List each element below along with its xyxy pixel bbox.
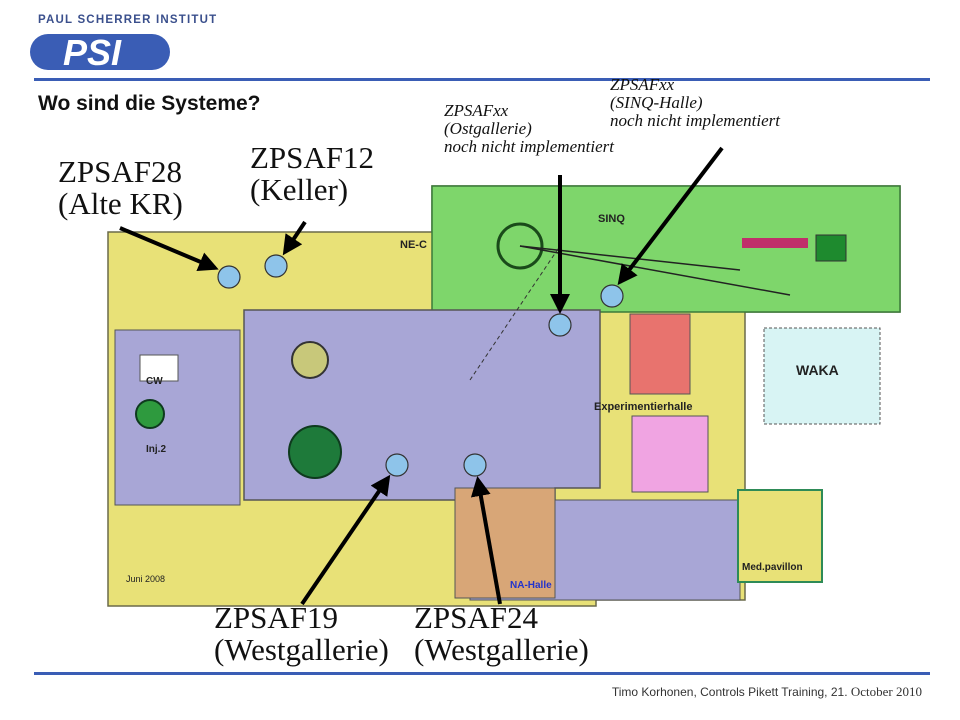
- sinq-target: [496, 222, 544, 270]
- marker-zpsaf12: [264, 254, 288, 278]
- callout-zpsaf19-name: ZPSAF19: [214, 600, 339, 635]
- label-sinq: SINQ: [598, 213, 625, 225]
- callout-zpsaf28-location: (Alte KR): [58, 186, 183, 221]
- waka-area: [763, 327, 881, 425]
- label-waka: WAKA: [796, 362, 839, 378]
- callout-zpsaf19-location: (Westgallerie): [214, 632, 389, 667]
- callout-zpsaf24-name: ZPSAF24: [414, 600, 539, 635]
- callout-sinq-note: noch nicht implementiert: [610, 111, 780, 130]
- callout-zpsaf19: ZPSAF19 (Westgallerie): [214, 602, 389, 666]
- label-date: Juni 2008: [126, 574, 165, 584]
- callout-zpsaf12: ZPSAF12 (Keller): [250, 142, 374, 206]
- callout-zpsaf28: ZPSAF28 (Alte KR): [58, 156, 183, 220]
- callout-ostgallerie: ZPSAFxx (Ostgallerie) noch nicht impleme…: [444, 102, 614, 156]
- label-inj2: Inj.2: [146, 444, 166, 455]
- cw-box: [139, 354, 179, 382]
- arrow-zpsaf19: [300, 474, 391, 606]
- label-experimentierhalle: Experimentierhalle: [594, 401, 692, 413]
- inj2-cyclotron: [135, 399, 165, 429]
- marker-zpsaf24: [463, 453, 487, 477]
- callout-ost-note: noch nicht implementiert: [444, 137, 614, 156]
- arrow-zpsaf12: [282, 220, 307, 256]
- footer-rule: [34, 672, 930, 675]
- pink-area: [631, 415, 709, 493]
- label-nahalle: NA-Halle: [510, 580, 552, 591]
- sinq-beamline: [742, 238, 808, 248]
- label-nec: NE-C: [400, 239, 427, 251]
- footer-author: Timo Korhonen, Controls Pikett Training,…: [611, 685, 848, 699]
- cw-structure: [291, 341, 329, 379]
- callout-sinq-name: ZPSAFxx: [610, 75, 675, 94]
- beamline-3: [469, 245, 561, 381]
- footer-text: Timo Korhonen, Controls Pikett Training,…: [612, 684, 922, 700]
- marker-sinq: [600, 284, 624, 308]
- footer-date: October 2010: [850, 684, 922, 699]
- institute-name: PAUL SCHERRER INSTITUT: [38, 14, 218, 26]
- arrow-zpsaf24: [470, 476, 502, 605]
- sinq-detector: [815, 234, 847, 262]
- na-halle-area: [454, 487, 556, 599]
- callout-zpsaf28-name: ZPSAF28: [58, 154, 183, 189]
- logo-letters: PSI: [63, 32, 122, 73]
- page-title: Wo sind die Systeme?: [38, 92, 261, 115]
- beamline-1: [519, 245, 791, 296]
- arrow-zpsaf28: [119, 226, 219, 272]
- callout-zpsaf12-location: (Keller): [250, 172, 349, 207]
- callout-ost-name: ZPSAFxx: [444, 101, 509, 120]
- salmon-area: [629, 313, 691, 395]
- callout-zpsaf24-location: (Westgallerie): [414, 632, 589, 667]
- arrow-sinq: [617, 146, 724, 286]
- medpavillon-area: [737, 489, 823, 583]
- psi-logo: PSI: [30, 32, 170, 73]
- label-cw: CW: [146, 376, 163, 387]
- marker-ostgallerie: [548, 313, 572, 337]
- header-rule: [34, 78, 930, 81]
- callout-sinq: ZPSAFxx (SINQ-Halle) noch nicht implemen…: [610, 76, 780, 130]
- callout-zpsaf24: ZPSAF24 (Westgallerie): [414, 602, 589, 666]
- marker-zpsaf28: [217, 265, 241, 289]
- marker-zpsaf19: [385, 453, 409, 477]
- label-medpavillon: Med.pavillon: [742, 562, 803, 573]
- callout-ost-location: (Ostgallerie): [444, 119, 532, 138]
- logo-background: [30, 34, 170, 70]
- callout-zpsaf12-name: ZPSAF12: [250, 140, 375, 175]
- ring-cyclotron: [288, 425, 342, 479]
- beamline-2: [519, 245, 741, 271]
- callout-sinq-location: (SINQ-Halle): [610, 93, 703, 112]
